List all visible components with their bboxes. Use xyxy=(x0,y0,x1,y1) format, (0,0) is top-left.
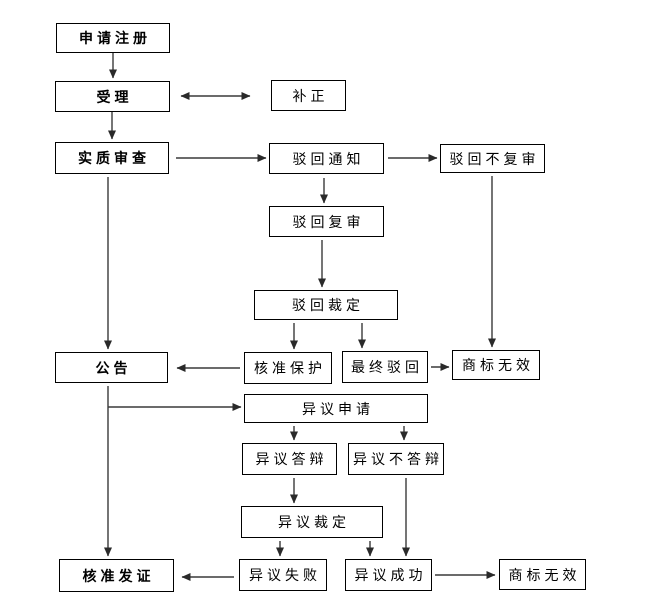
node-opposition-defense: 异议答辩 xyxy=(242,443,337,475)
node-opposition-ruling: 异议裁定 xyxy=(241,506,383,538)
node-trademark-invalid-1: 商标无效 xyxy=(452,350,540,380)
node-announcement: 公告 xyxy=(55,352,168,383)
node-approve-issue-certificate: 核准发证 xyxy=(59,559,174,592)
node-opposition-failed: 异议失败 xyxy=(239,559,327,591)
node-correction: 补正 xyxy=(271,80,346,111)
node-trademark-invalid-2: 商标无效 xyxy=(499,559,586,590)
node-opposition-succeeded: 异议成功 xyxy=(345,559,432,591)
node-opposition-application: 异议申请 xyxy=(244,394,428,423)
node-rejection-no-review: 驳回不复审 xyxy=(440,144,545,173)
node-rejection-review: 驳回复审 xyxy=(269,206,384,237)
node-acceptance: 受理 xyxy=(55,81,170,112)
node-final-rejection: 最终驳回 xyxy=(342,351,428,383)
node-rejection-ruling: 驳回裁定 xyxy=(254,290,398,320)
node-opposition-no-defense: 异议不答辩 xyxy=(348,443,444,475)
node-rejection-notice: 驳回通知 xyxy=(269,143,384,174)
node-apply-registration: 申请注册 xyxy=(56,23,170,53)
node-approve-protection: 核准保护 xyxy=(244,352,332,384)
node-substantive-examination: 实质审查 xyxy=(55,142,169,174)
